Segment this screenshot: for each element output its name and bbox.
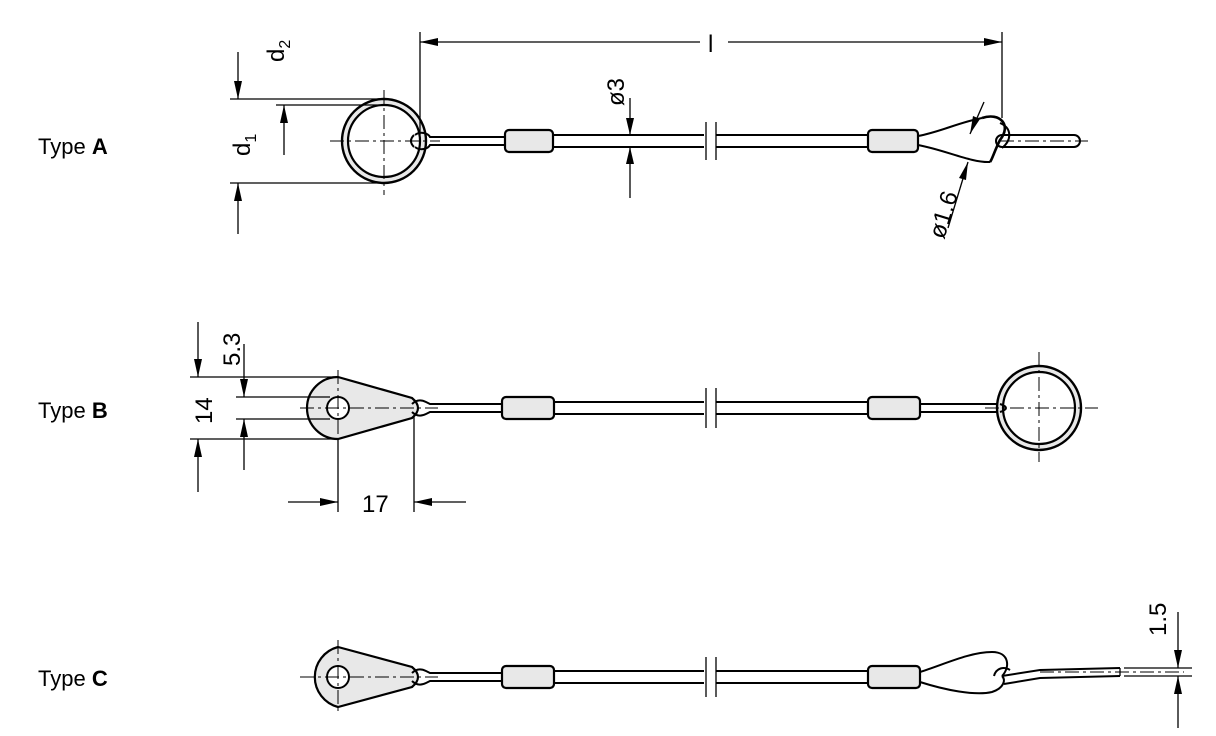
type-a-ring (330, 90, 440, 195)
dimension-cable-diameter: ø3 (603, 78, 634, 198)
dimension-length: l (419, 31, 1003, 135)
type-c-label: Type C (38, 666, 108, 691)
d1-label: d1 (229, 134, 260, 156)
type-c-cable (411, 650, 1184, 699)
cable-diameter-label: ø3 (603, 78, 630, 106)
hole-offset-label: 5.3 (219, 333, 246, 366)
dimension-end-thickness: 1.5 (1124, 603, 1192, 728)
type-b-drawing: Type B (38, 322, 1098, 518)
type-b-ring (985, 352, 1098, 462)
end-thickness-label: 1.5 (1145, 603, 1172, 636)
type-b-label: Type B (38, 398, 108, 423)
type-a-cable (410, 115, 1088, 164)
type-c-drawing: Type C (38, 603, 1192, 728)
type-a-drawing: Type A (38, 31, 1088, 242)
eye-diameter-label: ø1.6 (924, 188, 964, 242)
dimension-lug-height: 14 5.3 (190, 322, 338, 492)
type-c-lug (300, 640, 438, 714)
type-b-lug (300, 370, 438, 446)
dimension-d1-d2: d2 d1 (229, 40, 384, 234)
d2-label: d2 (263, 40, 294, 62)
lug-length-label: 17 (362, 491, 389, 518)
lug-width-label: 14 (191, 397, 218, 424)
type-a-label: Type A (38, 134, 108, 159)
type-b-cable (411, 386, 1007, 430)
dimension-eye-diameter: ø1.6 (924, 101, 985, 242)
length-label: l (708, 31, 713, 58)
dimension-lug-length: 17 (288, 415, 466, 518)
